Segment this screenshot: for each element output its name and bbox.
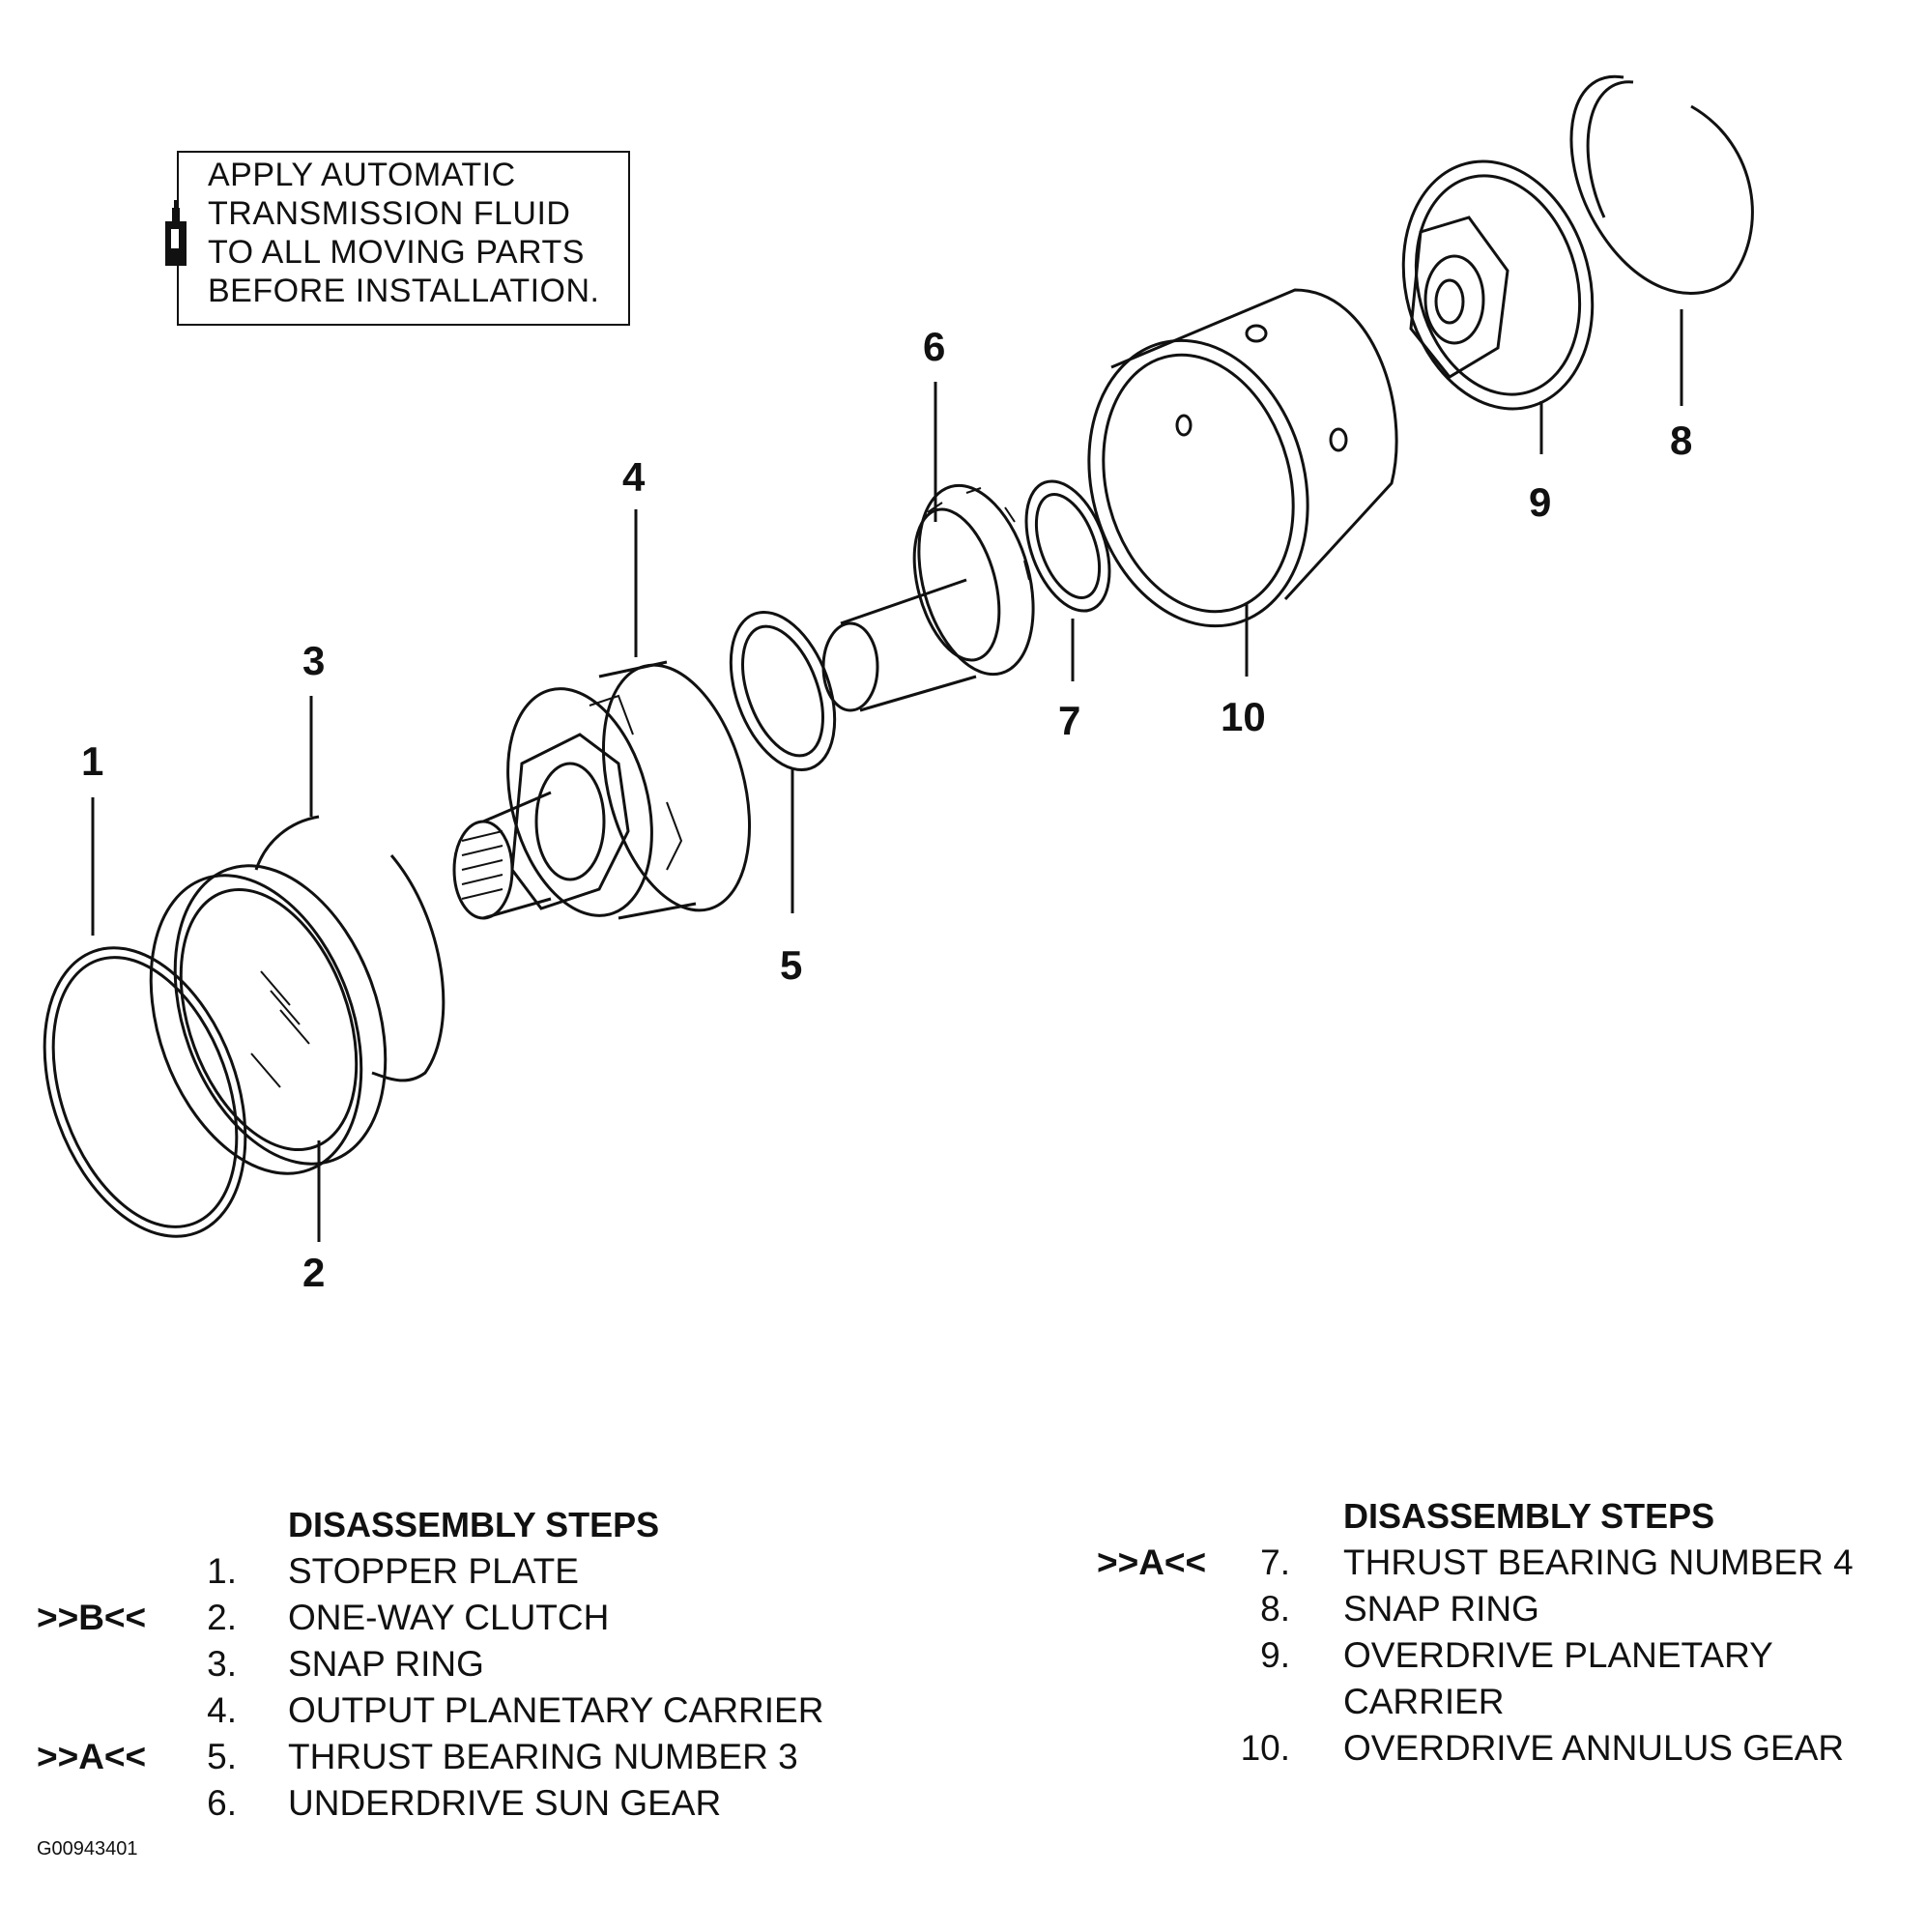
part-overdrive-annulus-gear	[1087, 288, 1398, 628]
step-text: SNAP RING	[288, 1644, 484, 1684]
step-text: CARRIER	[1343, 1682, 1505, 1721]
list-item: >>B<< 2. ONE-WAY CLUTCH	[0, 1598, 918, 1642]
step-text: THRUST BEARING NUMBER 3	[288, 1737, 798, 1776]
part-output-planetary-carrier	[452, 660, 752, 920]
callout-6: 6	[923, 324, 946, 369]
oil-can-icon	[165, 200, 187, 266]
list-item: 4. OUTPUT PLANETARY CARRIER	[0, 1690, 918, 1735]
step-number: 5.	[207, 1737, 237, 1776]
part-one-way-clutch	[149, 864, 388, 1175]
callout-1: 1	[81, 738, 104, 784]
callout-2: 2	[302, 1250, 326, 1295]
note-box	[177, 151, 630, 326]
list-item: 10. OVERDRIVE ANNULUS GEAR	[0, 1728, 1923, 1773]
step-text: OVERDRIVE PLANETARY	[1343, 1635, 1773, 1675]
list-item: 3. SNAP RING	[0, 1644, 918, 1688]
steps-left-heading: DISASSEMBLY STEPS	[288, 1505, 660, 1544]
callout-3: 3	[302, 638, 326, 683]
note-line-2: TRANSMISSION FLUID	[208, 195, 571, 232]
note-line-1: APPLY AUTOMATIC	[208, 157, 516, 193]
step-number: 10.	[1240, 1728, 1290, 1768]
callout-10: 10	[1221, 694, 1266, 739]
list-item: 1. STOPPER PLATE	[0, 1551, 918, 1596]
note-line-3: TO ALL MOVING PARTS	[208, 234, 585, 271]
step-text: OVERDRIVE ANNULUS GEAR	[1343, 1728, 1845, 1768]
step-text: ONE-WAY CLUTCH	[288, 1598, 610, 1637]
step-number: 9.	[1260, 1635, 1290, 1675]
step-number: 7.	[1260, 1543, 1290, 1582]
list-item: 8. SNAP RING	[0, 1589, 1923, 1633]
step-flag: >>B<<	[37, 1598, 147, 1637]
step-number: 3.	[207, 1644, 237, 1684]
step-number: 6.	[207, 1783, 237, 1823]
step-flag: >>A<<	[37, 1737, 147, 1776]
leader-lines	[91, 309, 1683, 1242]
list-item: 6. UNDERDRIVE SUN GEAR	[0, 1783, 918, 1828]
part-snap-ring-3	[254, 815, 446, 1082]
step-flag: >>A<<	[1097, 1543, 1207, 1582]
step-text: OUTPUT PLANETARY CARRIER	[288, 1690, 824, 1730]
callout-8: 8	[1670, 418, 1693, 463]
list-item: >>A<< 5. THRUST BEARING NUMBER 3	[0, 1737, 918, 1781]
callout-5: 5	[780, 942, 803, 988]
step-text: UNDERDRIVE SUN GEAR	[288, 1783, 722, 1823]
step-text: THRUST BEARING NUMBER 4	[1343, 1543, 1854, 1582]
figure-id: G00943401	[37, 1838, 138, 1860]
step-number: 1.	[207, 1551, 237, 1591]
part-snap-ring-8	[1569, 74, 1754, 295]
part-overdrive-planetary-carrier	[1401, 159, 1595, 411]
part-stopper-plate	[43, 946, 247, 1238]
part-underdrive-sun-gear	[821, 483, 1035, 712]
callout-9: 9	[1529, 479, 1552, 525]
step-number: 4.	[207, 1690, 237, 1730]
list-item: CARRIER	[0, 1682, 1923, 1726]
step-number: 8.	[1260, 1589, 1290, 1629]
step-number: 2.	[207, 1598, 237, 1637]
steps-right-heading: DISASSEMBLY STEPS	[1343, 1496, 1715, 1536]
step-text: SNAP RING	[1343, 1589, 1539, 1629]
list-item: >>A<< 7. THRUST BEARING NUMBER 4	[0, 1543, 1923, 1587]
list-item: 9. OVERDRIVE PLANETARY	[0, 1635, 1923, 1680]
step-text: STOPPER PLATE	[288, 1551, 579, 1591]
callout-4: 4	[622, 454, 646, 500]
note-line-4: BEFORE INSTALLATION.	[208, 273, 600, 309]
part-thrust-bearing-3	[729, 610, 837, 772]
callout-7: 7	[1058, 698, 1081, 743]
